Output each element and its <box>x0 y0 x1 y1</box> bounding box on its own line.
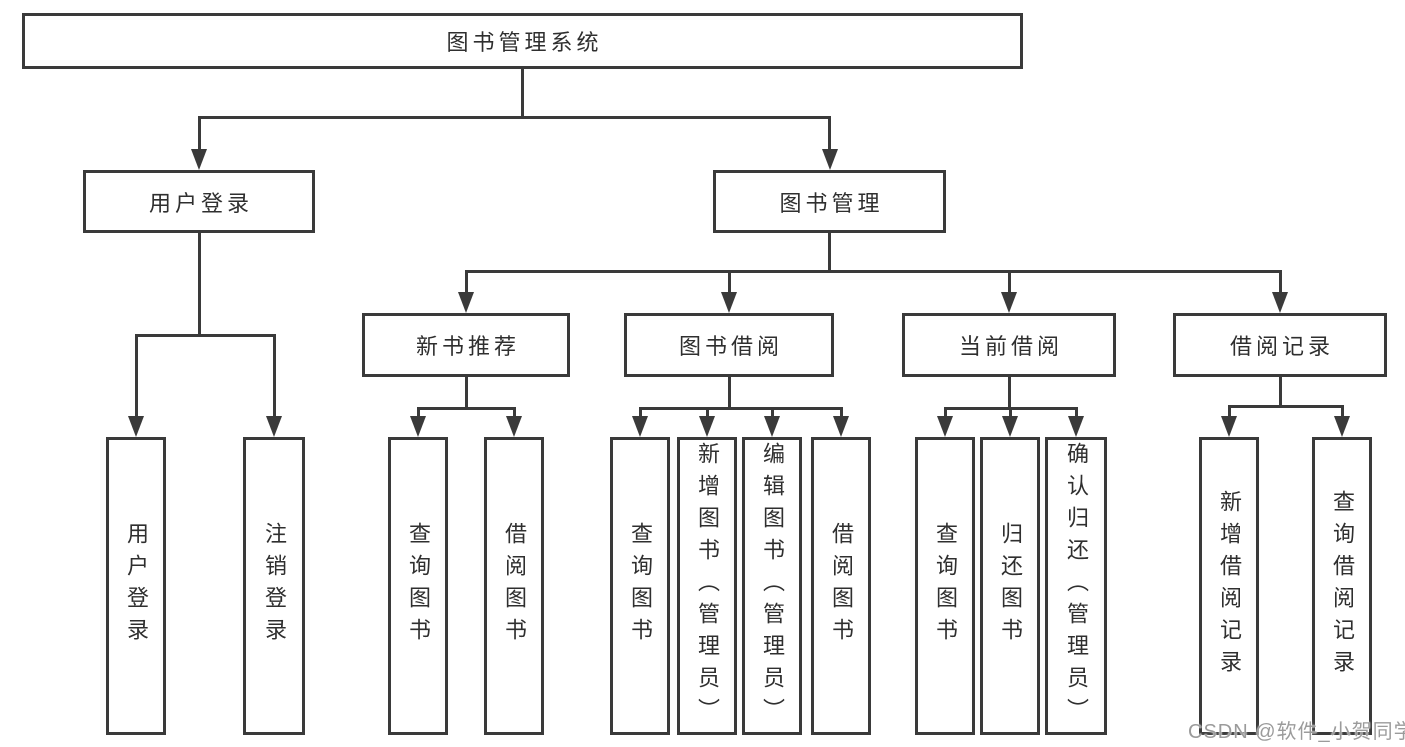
node-leaf-query-book-1: 查询图书 <box>388 437 448 735</box>
node-label: 查询图书 <box>628 522 653 650</box>
node-label: 新增图书（管理员） <box>695 442 720 730</box>
arrow-down-icon <box>1272 292 1288 313</box>
node-label: 用户登录 <box>124 522 149 650</box>
node-label: 图书管理 <box>779 190 884 216</box>
arrow-down-icon <box>721 292 737 313</box>
node-label: 借阅图书 <box>502 522 527 650</box>
arrow-down-icon <box>833 416 849 437</box>
connector-drop <box>828 117 831 153</box>
connector-drop <box>197 117 201 153</box>
connector-drop <box>943 408 947 420</box>
node-label: 查询借阅记录 <box>1330 490 1355 682</box>
node-leaf-query-record: 查询借阅记录 <box>1312 437 1372 735</box>
connector-branch <box>134 333 276 337</box>
node-leaf-user-login: 用户登录 <box>106 437 166 735</box>
node-book-mgmt: 图书管理 <box>713 170 946 233</box>
node-label: 图书借阅 <box>678 334 783 359</box>
node-label: 注销登录 <box>262 522 287 650</box>
node-label: 用户登录 <box>148 190 253 216</box>
node-label: 借阅图书 <box>829 522 854 650</box>
connector-branch <box>638 406 843 410</box>
arrow-down-icon <box>699 416 715 437</box>
node-label: 查询图书 <box>406 522 431 650</box>
node-borrow-records: 借阅记录 <box>1173 313 1387 377</box>
connector-drop <box>464 271 468 296</box>
connector-drop <box>1278 271 1282 296</box>
connector-drop <box>770 408 774 420</box>
connector-drop <box>1340 406 1344 420</box>
watermark: CSDN @软件_小贺同学 <box>1188 721 1405 743</box>
node-current-borrow: 当前借阅 <box>902 313 1116 377</box>
connector-drop <box>272 335 276 420</box>
arrow-down-icon <box>191 149 207 170</box>
arrow-down-icon <box>1068 416 1084 437</box>
arrow-down-icon <box>1221 416 1237 437</box>
connector-stub <box>727 377 731 410</box>
connector-branch <box>197 115 831 119</box>
connector-drop <box>638 408 642 420</box>
node-label: 查询图书 <box>933 522 958 650</box>
connector-stub <box>197 233 201 337</box>
node-label: 新增借阅记录 <box>1217 490 1242 682</box>
node-label: 当前借阅 <box>958 334 1063 359</box>
arrow-down-icon <box>1002 416 1018 437</box>
connector-stub <box>1007 377 1011 410</box>
connector-drop <box>727 271 731 296</box>
arrow-down-icon <box>506 416 522 437</box>
node-user-login: 用户登录 <box>83 170 315 233</box>
connector-drop <box>1227 406 1231 420</box>
arrow-down-icon <box>458 292 474 313</box>
connector-drop <box>1007 271 1011 296</box>
connector-drop <box>1074 408 1078 420</box>
node-leaf-confirm-return: 确认归还（管理员） <box>1045 437 1107 735</box>
connector-drop <box>839 408 843 420</box>
arrow-down-icon <box>937 416 953 437</box>
node-label: 新书推荐 <box>415 334 520 359</box>
node-leaf-query-book-3: 查询图书 <box>915 437 975 735</box>
connector-drop <box>1008 408 1012 420</box>
arrow-down-icon <box>128 416 144 437</box>
arrow-down-icon <box>1334 416 1350 437</box>
arrow-down-icon <box>266 416 282 437</box>
connector-drop <box>134 335 138 420</box>
node-leaf-edit-book: 编辑图书（管理员） <box>742 437 802 735</box>
node-leaf-query-book-2: 查询图书 <box>610 437 670 735</box>
node-label: 确认归还（管理员） <box>1064 442 1089 730</box>
connector-branch <box>416 406 516 410</box>
connector-drop <box>705 408 709 420</box>
node-label: 图书管理系统 <box>446 30 603 55</box>
arrow-down-icon <box>632 416 648 437</box>
node-leaf-add-record: 新增借阅记录 <box>1199 437 1259 735</box>
node-leaf-borrow-book-2: 借阅图书 <box>811 437 871 735</box>
connector-drop <box>512 408 516 420</box>
node-label: 借阅记录 <box>1229 334 1334 359</box>
arrow-down-icon <box>410 416 426 437</box>
arrow-down-icon <box>821 149 838 170</box>
connector-stub <box>521 69 524 119</box>
node-new-book-rec: 新书推荐 <box>362 313 570 377</box>
node-book-borrow: 图书借阅 <box>624 313 834 377</box>
connector-stub <box>828 233 831 273</box>
arrow-down-icon <box>1001 292 1017 313</box>
connector-branch <box>1227 404 1344 408</box>
node-label: 编辑图书（管理员） <box>760 442 785 730</box>
node-leaf-return-book: 归还图书 <box>980 437 1040 735</box>
node-leaf-borrow-book-1: 借阅图书 <box>484 437 544 735</box>
node-label: 归还图书 <box>998 522 1023 650</box>
connector-branch <box>464 269 1282 273</box>
node-leaf-logout: 注销登录 <box>243 437 305 735</box>
arrow-down-icon <box>764 416 780 437</box>
connector-drop <box>416 408 420 420</box>
connector-stub <box>1278 377 1282 408</box>
node-leaf-add-book: 新增图书（管理员） <box>677 437 737 735</box>
connector-stub <box>464 377 468 410</box>
node-root: 图书管理系统 <box>22 13 1023 69</box>
